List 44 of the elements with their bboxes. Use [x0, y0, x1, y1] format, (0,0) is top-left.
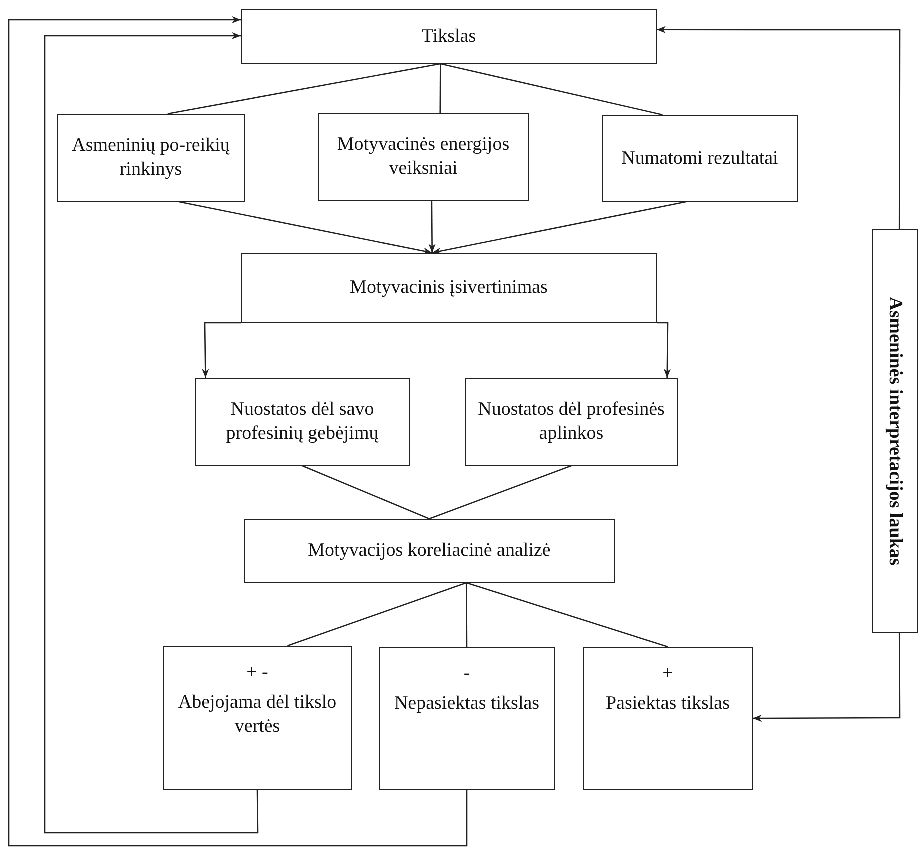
process-box	[379, 647, 555, 790]
connector-line	[466, 582, 668, 648]
process-box	[244, 519, 615, 583]
process-box	[318, 113, 529, 201]
process-box	[241, 253, 657, 323]
box-label: Nuostatos dėl savo profesinių gebėjimų	[225, 398, 380, 446]
box-label: Motyvacinės energijos veiksniai	[336, 133, 511, 181]
sign-label: -	[464, 662, 470, 686]
arrow	[179, 201, 432, 255]
box-label: Pasiektas tikslas	[606, 692, 730, 716]
connector-line	[302, 465, 430, 520]
arrow	[202, 322, 241, 378]
connector-line	[466, 583, 468, 647]
connector-line	[429, 465, 572, 520]
box-label: Asmeninių po-reikių rinkinys	[71, 134, 231, 182]
process-box	[602, 115, 798, 202]
process-box	[195, 378, 410, 466]
sign-label: + -	[246, 661, 268, 685]
connector-line	[288, 582, 467, 647]
process-box	[163, 646, 352, 790]
arrow	[753, 633, 901, 722]
box-label: Nuostatos dėl profesinės aplinkos	[477, 398, 666, 446]
arrow	[432, 201, 686, 255]
box-label: Nepasiektas tikslas	[394, 692, 540, 716]
box-label: Numatomi rezultatai	[622, 146, 778, 170]
box-label: Abejojama dėl tikslo vertės	[177, 690, 338, 738]
box-label: Asmeninės interpretacijos laukas	[884, 296, 907, 566]
sign-label: +	[662, 662, 674, 686]
connector-line	[440, 63, 663, 116]
process-box	[583, 647, 753, 790]
arrow	[8, 16, 468, 847]
box-label: Motyvacinis įsivertinimas	[350, 276, 548, 300]
arrow	[657, 322, 672, 378]
arrow	[44, 32, 259, 834]
arrow	[657, 26, 901, 229]
process-box	[241, 9, 657, 64]
vertical-label-box	[872, 229, 918, 633]
arrow	[428, 201, 436, 253]
process-box	[57, 114, 245, 202]
connector-line	[168, 63, 441, 115]
connector-line	[440, 64, 442, 113]
process-box	[465, 378, 678, 466]
box-label: Tikslas	[422, 24, 476, 48]
box-label: Motyvacijos koreliacinė analizė	[308, 539, 551, 563]
